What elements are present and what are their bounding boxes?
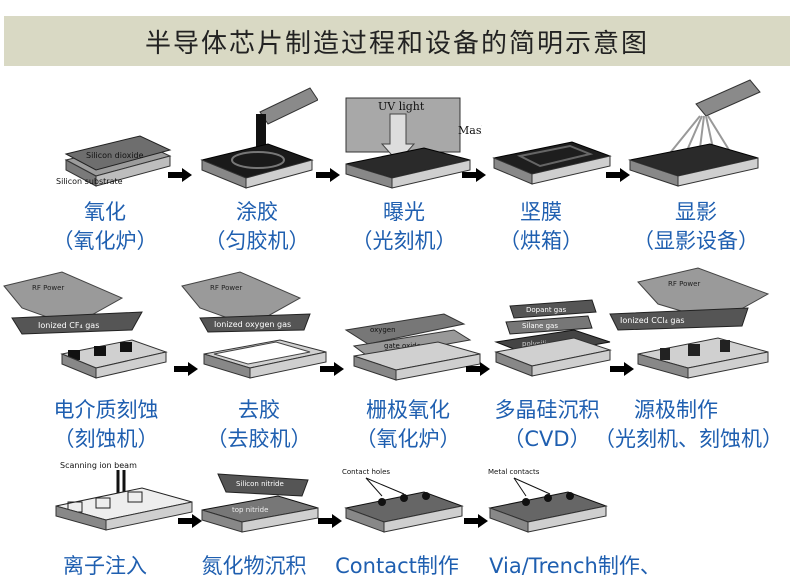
label-rf-power: RF Power: [32, 284, 64, 292]
step-strip: 去胶 （去胶机）: [194, 396, 324, 454]
step-nitride-deposition: 氮化物沉积: [184, 552, 324, 581]
step-equipment: （显影设备）: [633, 229, 759, 253]
label-uv-light: UV light: [378, 100, 425, 113]
label-ionized-ccl4: Ionized CCl₄ gas: [620, 316, 685, 325]
step-exposure: 曝光 （光刻机）: [334, 198, 474, 256]
nitride-deposition-illustration: Silicon nitride top nitride: [201, 473, 319, 533]
arrow-icon: [316, 168, 340, 182]
label-contact-holes: Contact holes: [342, 468, 390, 476]
step-equipment: （刻蚀机）: [53, 427, 159, 451]
gate-oxidation-illustration: oxygen gate oxide: [344, 313, 481, 381]
arrow-icon: [318, 514, 342, 528]
step-equipment: （氧化炉）: [355, 427, 461, 451]
label-gate-oxide: gate oxide: [384, 342, 421, 350]
coating-illustration: [200, 87, 318, 189]
step-name: 离子注入: [63, 554, 147, 578]
step-name: Via/Trench制作、: [489, 554, 661, 578]
step-develop: 显影 （显影设备）: [616, 198, 776, 256]
step-coating: 涂胶 （匀胶机）: [192, 198, 322, 256]
page-title: 半导体芯片制造过程和设备的简明示意图: [144, 28, 649, 59]
arrow-icon: [174, 362, 198, 376]
arrow-icon: [606, 168, 630, 182]
step-name: 涂胶: [236, 200, 278, 224]
oxidation-illustration: Silicon dioxide Silicon substrate: [56, 135, 172, 187]
label-top-nitride: top nitride: [232, 506, 268, 514]
step-oxidation: 氧化 （氧化炉）: [40, 198, 170, 256]
step-equipment: （匀胶机）: [204, 229, 310, 253]
label-silicon-substrate: Silicon substrate: [56, 177, 123, 186]
develop-illustration: [628, 79, 761, 187]
arrow-icon: [610, 362, 634, 376]
title-bar: 半导体芯片制造过程和设备的简明示意图: [4, 16, 790, 66]
step-equipment: （烘箱）: [499, 229, 583, 253]
arrow-icon: [462, 168, 486, 182]
contact-illustration: Contact holes: [342, 468, 464, 533]
step-via-trench: Via/Trench制作、: [480, 552, 670, 581]
label-dopant-gas: Dopant gas: [526, 306, 567, 314]
step-name: 坚膜: [520, 200, 562, 224]
via-illustration: Metal contacts: [488, 468, 608, 533]
step-name: Contact制作: [335, 554, 459, 578]
step-name: 氮化物沉积: [201, 554, 307, 578]
step-name: 栅极氧化: [366, 398, 450, 422]
step-equipment: （去胶机）: [206, 427, 312, 451]
step-name: 多晶硅沉积: [494, 398, 600, 422]
arrow-icon: [466, 362, 490, 376]
arrow-icon: [168, 168, 192, 182]
label-silane-gas: Silane gas: [522, 322, 558, 330]
step-equipment: （CVD）: [503, 427, 591, 451]
label-silicon-dioxide: Silicon dioxide: [86, 151, 144, 160]
label-silicon-nitride: Silicon nitride: [236, 480, 284, 488]
step-name: 源极制作: [634, 398, 718, 422]
step-name: 去胶: [238, 398, 280, 422]
step-name: 电介质刻蚀: [53, 398, 159, 422]
arrow-icon: [320, 362, 344, 376]
step-equipment: （光刻机、刻蚀机）: [594, 427, 783, 451]
step-equipment: （光刻机）: [351, 229, 457, 253]
step-source: 源极制作 （光刻机、刻蚀机）: [594, 396, 792, 454]
label-metal-contacts: Metal contacts: [488, 468, 540, 476]
exposure-illustration: UV light Mask: [345, 97, 482, 189]
hardbake-illustration: [492, 141, 612, 185]
ion-implant-illustration: Scanning ion beam: [55, 461, 193, 531]
label-rf-power: RF Power: [668, 280, 700, 288]
step-name: 显影: [675, 200, 717, 224]
strip-illustration: RF Power Ionized oxygen gas: [181, 271, 327, 379]
step-gate-oxidation: 栅极氧化 （氧化炉）: [338, 396, 478, 454]
step-contact: Contact制作: [322, 552, 472, 581]
label-rf-power: RF Power: [210, 284, 242, 292]
label-oxygen: oxygen: [370, 326, 396, 334]
dielectric-etch-illustration: RF Power Ionized CF₄ gas: [3, 271, 168, 379]
label-ionized-cf4: Ionized CF₄ gas: [38, 321, 99, 330]
step-ion-implant: 离子注入: [40, 552, 170, 581]
step-name: 曝光: [383, 200, 425, 224]
step-name: 氧化: [84, 200, 126, 224]
step-equipment: （氧化炉）: [52, 229, 158, 253]
arrow-icon: [464, 514, 488, 528]
arrow-icon: [178, 514, 202, 528]
poly-deposition-illustration: Dopant gas Silane gas polysilicon: [494, 299, 612, 377]
step-dielectric-etch: 电介质刻蚀 （刻蚀机）: [36, 396, 176, 454]
step-poly-deposition: 多晶硅沉积 （CVD）: [482, 396, 612, 454]
label-mask: Mask: [458, 124, 482, 137]
source-illustration: RF Power Ionized CCl₄ gas: [609, 267, 770, 379]
label-ionized-oxygen: Ionized oxygen gas: [214, 320, 291, 329]
step-hardbake: 坚膜 （烘箱）: [476, 198, 606, 256]
label-scanning-ion-beam: Scanning ion beam: [60, 461, 137, 470]
